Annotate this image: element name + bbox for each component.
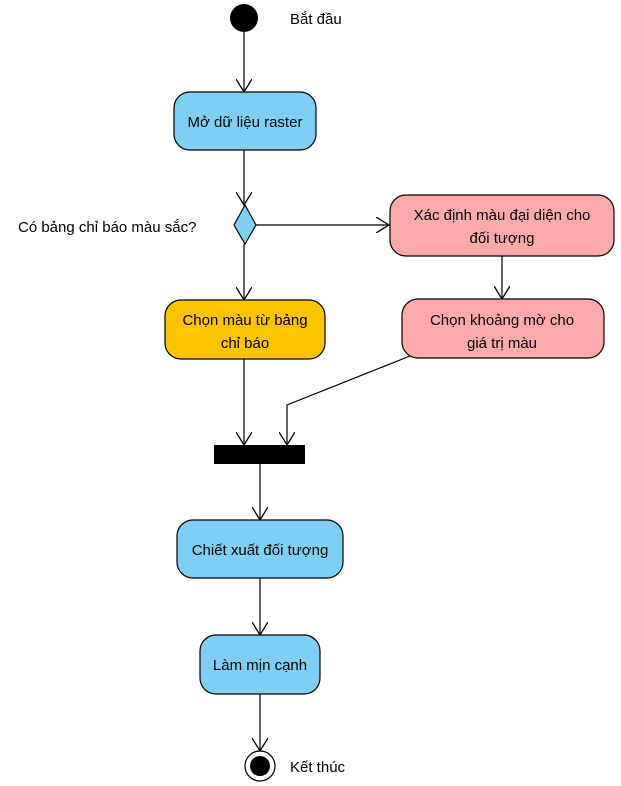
action-determine-color-text-2: đối tượng (470, 230, 535, 247)
action-determine-color-text-1: Xác định màu đại diện cho (414, 207, 591, 224)
action-choose-fuzzy-range-text-2: giá trị màu (467, 335, 537, 352)
initial-node (230, 4, 258, 32)
decision-question-label: Có bảng chỉ báo màu sắc? (18, 219, 196, 236)
action-smooth-edges: Làm mịn cạnh (199, 634, 321, 695)
action-choose-fuzzy-range-text-1: Chọn khoảng mờ cho (430, 312, 574, 329)
action-choose-from-legend-text-1: Chọn màu từ bảng (182, 312, 307, 329)
action-determine-color: Xác định màu đại diện cho đối tượng (389, 194, 615, 257)
action-open-raster-text: Mở dữ liệu raster (188, 114, 303, 131)
action-choose-fuzzy-range-box (401, 298, 605, 359)
final-node-core (250, 756, 270, 776)
action-extract-object-text: Chiết xuất đối tượng (192, 542, 329, 559)
action-smooth-edges-text: Làm mịn cạnh (213, 657, 307, 674)
start-label: Bắt đầu (290, 11, 342, 28)
action-open-raster-box (173, 91, 317, 151)
end-label: Kết thúc (290, 759, 346, 776)
action-choose-from-legend: Chọn màu từ bảng chỉ báo (164, 299, 326, 360)
edge-fuzzy-to-join (287, 355, 411, 445)
action-choose-fuzzy-range: Chọn khoảng mờ cho giá trị màu (401, 298, 605, 359)
final-node (244, 750, 276, 782)
action-choose-from-legend-box (164, 299, 326, 360)
join-bar (214, 445, 305, 464)
decision-node (233, 203, 257, 246)
action-open-raster: Mở dữ liệu raster (173, 91, 317, 151)
action-choose-from-legend-text-2: chỉ báo (221, 335, 269, 352)
action-extract-object: Chiết xuất đối tượng (176, 519, 344, 579)
